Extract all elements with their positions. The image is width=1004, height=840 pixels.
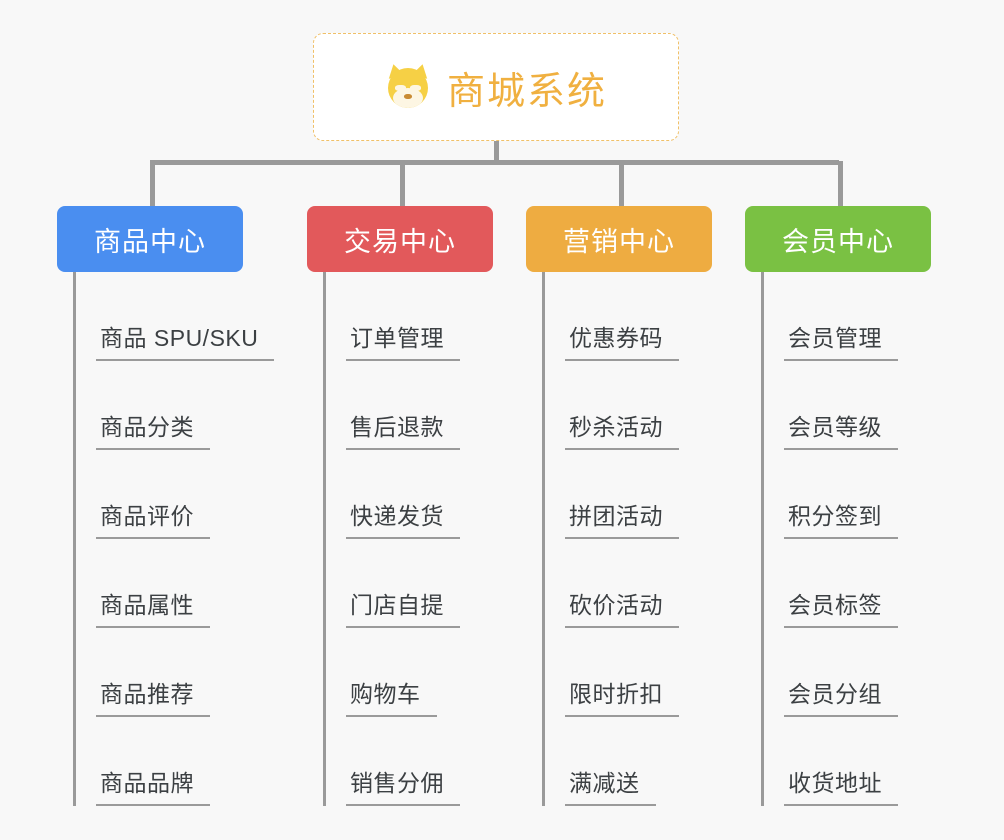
leaf-item[interactable]: 会员等级	[764, 361, 931, 450]
leaf-item[interactable]: 优惠券码	[545, 272, 712, 361]
leaf-item-label: 秒杀活动	[569, 414, 663, 440]
leaf-item-label: 商品品牌	[100, 770, 194, 796]
leaf-item-underline: 满减送	[565, 764, 656, 806]
leaf-item-underline: 销售分佣	[346, 764, 460, 806]
leaf-item[interactable]: 满减送	[545, 717, 712, 806]
connector-drop-3	[619, 161, 624, 206]
leaf-item-underline: 会员等级	[784, 408, 898, 450]
leaf-item-label: 会员分组	[788, 681, 882, 707]
leaf-item-underline: 商品分类	[96, 408, 210, 450]
connector-horizontal-bus	[150, 160, 839, 165]
leaf-item-label: 会员标签	[788, 592, 882, 618]
leaf-item-label: 砍价活动	[569, 592, 663, 618]
leaf-item-label: 优惠券码	[569, 325, 663, 351]
leaf-item[interactable]: 订单管理	[326, 272, 493, 361]
column-spine-member: 会员管理会员等级积分签到会员标签会员分组收货地址	[761, 272, 931, 806]
leaf-item-underline: 订单管理	[346, 319, 460, 361]
leaf-item-label: 限时折扣	[569, 681, 663, 707]
leaf-item-underline: 限时折扣	[565, 675, 679, 717]
leaf-item[interactable]: 秒杀活动	[545, 361, 712, 450]
column-spine-trade: 订单管理售后退款快递发货门店自提购物车销售分佣	[323, 272, 493, 806]
leaf-item-underline: 砍价活动	[565, 586, 679, 628]
column-product: 商品中心商品 SPU/SKU 商品分类商品评价商品属性商品推荐商品品牌	[57, 206, 275, 806]
leaf-item-underline: 商品 SPU/SKU	[96, 319, 275, 361]
leaf-item-label: 积分签到	[788, 503, 882, 529]
leaf-item-underline: 商品推荐	[96, 675, 210, 717]
leaf-item-underline: 商品品牌	[96, 764, 210, 806]
leaf-item[interactable]: 商品属性	[76, 539, 274, 628]
leaf-item-underline: 拼团活动	[565, 497, 679, 539]
leaf-item-underline: 商品属性	[96, 586, 210, 628]
leaf-item-label: 会员管理	[788, 325, 882, 351]
leaf-item-underline: 售后退款	[346, 408, 460, 450]
leaf-item-label: 购物车	[350, 681, 421, 707]
leaf-item[interactable]: 购物车	[326, 628, 493, 717]
leaf-item[interactable]: 快递发货	[326, 450, 493, 539]
leaf-item[interactable]: 会员分组	[764, 628, 931, 717]
leaf-item-label: 商品分类	[100, 414, 194, 440]
leaf-item[interactable]: 售后退款	[326, 361, 493, 450]
leaf-item[interactable]: 限时折扣	[545, 628, 712, 717]
leaf-item[interactable]: 商品品牌	[76, 717, 274, 806]
leaf-item[interactable]: 积分签到	[764, 450, 931, 539]
connector-drop-4	[838, 161, 843, 206]
column-marketing: 营销中心优惠券码秒杀活动拼团活动砍价活动限时折扣满减送	[526, 206, 712, 806]
leaf-item[interactable]: 商品分类	[76, 361, 274, 450]
leaf-item-underline: 门店自提	[346, 586, 460, 628]
column-trade: 交易中心订单管理售后退款快递发货门店自提购物车销售分佣	[307, 206, 493, 806]
leaf-item-label: 收货地址	[788, 770, 882, 796]
column-spine-product: 商品 SPU/SKU 商品分类商品评价商品属性商品推荐商品品牌	[73, 272, 275, 806]
column-header-marketing[interactable]: 营销中心	[526, 206, 712, 272]
leaf-item-label: 商品评价	[100, 503, 194, 529]
leaf-item-label: 会员等级	[788, 414, 882, 440]
leaf-item-label: 拼团活动	[569, 503, 663, 529]
leaf-item-label: 满减送	[569, 770, 640, 796]
column-header-member[interactable]: 会员中心	[745, 206, 931, 272]
leaf-item-underline: 秒杀活动	[565, 408, 679, 450]
leaf-item-underline: 会员标签	[784, 586, 898, 628]
leaf-item-label: 快递发货	[350, 503, 444, 529]
column-header-product[interactable]: 商品中心	[57, 206, 243, 272]
leaf-item-label: 售后退款	[350, 414, 444, 440]
leaf-item-underline: 购物车	[346, 675, 437, 717]
connector-drop-1	[150, 161, 155, 206]
leaf-item-underline: 商品评价	[96, 497, 210, 539]
leaf-item-underline: 优惠券码	[565, 319, 679, 361]
leaf-item[interactable]: 会员标签	[764, 539, 931, 628]
leaf-item-label: 商品 SPU/SKU	[100, 325, 259, 351]
connector-drop-2	[400, 161, 405, 206]
leaf-item[interactable]: 门店自提	[326, 539, 493, 628]
leaf-item[interactable]: 商品推荐	[76, 628, 274, 717]
column-spine-marketing: 优惠券码秒杀活动拼团活动砍价活动限时折扣满减送	[542, 272, 712, 806]
leaf-item-label: 商品属性	[100, 592, 194, 618]
leaf-item-underline: 积分签到	[784, 497, 898, 539]
leaf-item[interactable]: 商品评价	[76, 450, 274, 539]
leaf-item-underline: 会员管理	[784, 319, 898, 361]
leaf-item[interactable]: 会员管理	[764, 272, 931, 361]
leaf-item-label: 销售分佣	[350, 770, 444, 796]
leaf-item-underline: 快递发货	[346, 497, 460, 539]
connector-root-stem	[494, 141, 499, 163]
shiba-dog-icon	[385, 62, 433, 112]
column-header-trade[interactable]: 交易中心	[307, 206, 493, 272]
leaf-item[interactable]: 收货地址	[764, 717, 931, 806]
leaf-item-label: 门店自提	[350, 592, 444, 618]
column-member: 会员中心会员管理会员等级积分签到会员标签会员分组收货地址	[745, 206, 931, 806]
leaf-item[interactable]: 销售分佣	[326, 717, 493, 806]
leaf-item[interactable]: 砍价活动	[545, 539, 712, 628]
leaf-item[interactable]: 商品 SPU/SKU	[76, 272, 275, 361]
leaf-item-label: 订单管理	[350, 325, 444, 351]
root-node-title: 商城系统	[446, 70, 607, 113]
leaf-item-label: 商品推荐	[100, 681, 194, 707]
leaf-item[interactable]: 拼团活动	[545, 450, 712, 539]
leaf-item-underline: 收货地址	[784, 764, 898, 806]
leaf-item-underline: 会员分组	[784, 675, 898, 717]
root-node-mall-system[interactable]: 商城系统	[313, 33, 679, 141]
